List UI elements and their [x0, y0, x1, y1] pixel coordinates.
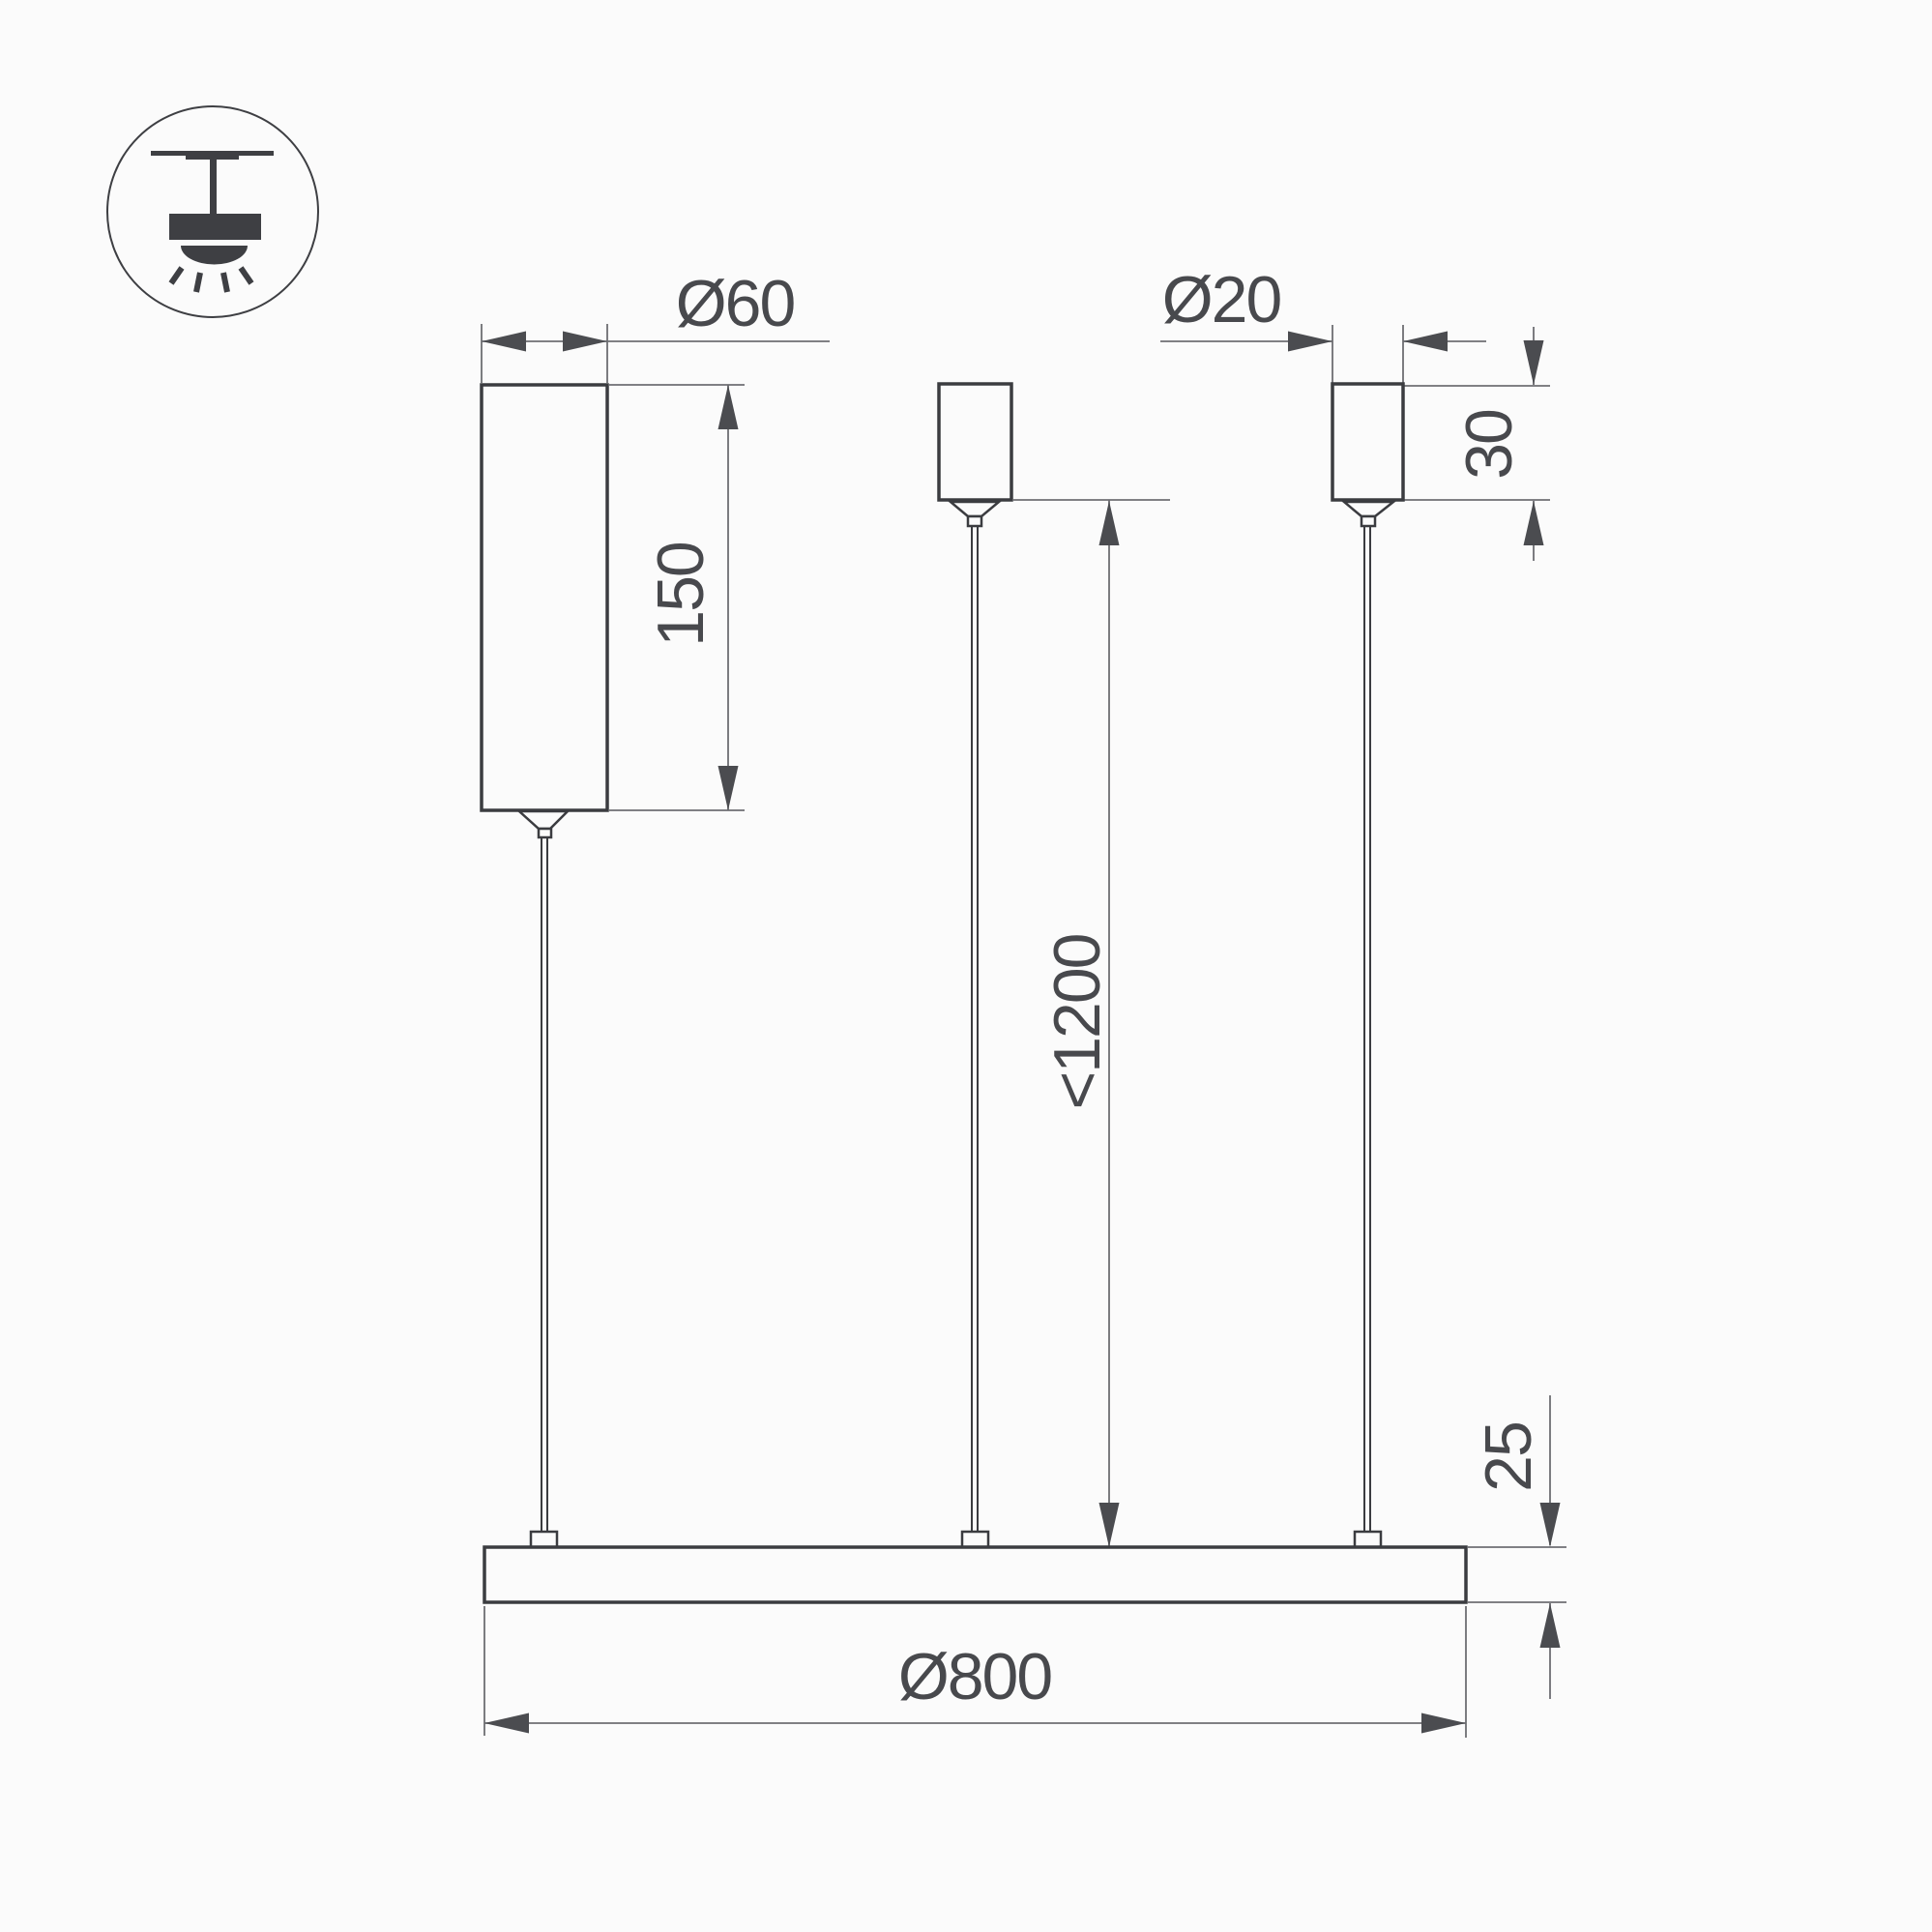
arrow-driver-diameter-right: [563, 331, 607, 352]
canopy-body: [1331, 382, 1405, 502]
icon-fills: [151, 151, 274, 265]
icon-mount-plate: [186, 155, 239, 160]
wire-connector-left: [529, 1530, 559, 1549]
arrow-canopy-height-bottom: [1523, 501, 1544, 545]
dimension-lines: [481, 324, 1566, 1738]
arrow-suspension-down: [1098, 1503, 1120, 1547]
icon-ceiling-line: [151, 151, 274, 156]
canopy-right: [1331, 382, 1405, 528]
icon-lamp-body: [169, 214, 261, 240]
arrow-lamp-height-bottom: [1539, 1603, 1561, 1648]
lamp-ring-profile: [483, 1545, 1468, 1604]
arrow-canopy-diameter-right: [1403, 331, 1448, 352]
canopy-cone: [947, 500, 1003, 518]
driver-cone: [515, 809, 571, 831]
icon-stem: [210, 159, 217, 215]
arrow-driver-height-down: [717, 766, 739, 810]
driver-cylinder: [480, 383, 609, 839]
arrow-lamp-diameter-right: [1421, 1712, 1466, 1734]
arrow-lamp-diameter-left: [484, 1712, 529, 1734]
icon-diffuser-dome: [181, 246, 248, 265]
dimension-labels: Ø60 150 Ø20 30 <1200 25 Ø800: [644, 263, 1545, 1713]
arrow-canopy-diameter-left: [1288, 331, 1332, 352]
label-suspension-max-length: <1200: [1040, 934, 1114, 1109]
icon-light-ray: [168, 266, 185, 285]
arrow-lamp-height-top: [1539, 1503, 1561, 1547]
driver-nipple: [537, 827, 553, 839]
canopy-body: [937, 382, 1013, 502]
icon-light-ray: [193, 272, 203, 293]
pendant-ceiling-light-icon: [106, 105, 319, 318]
canopy-nipple: [966, 514, 983, 528]
arrow-canopy-height-top: [1523, 340, 1544, 385]
suspension-wire-left: [541, 837, 548, 1532]
arrow-driver-diameter-left: [482, 331, 526, 352]
arrow-suspension-up: [1098, 501, 1120, 545]
icon-light-ray: [238, 266, 254, 285]
canopy-cone: [1340, 500, 1397, 518]
wire-connector-right: [1353, 1530, 1383, 1549]
arrow-driver-height-up: [717, 385, 739, 429]
dimension-arrows: [482, 331, 1561, 1734]
wire-connector-middle: [960, 1530, 990, 1549]
label-canopy-height: 30: [1452, 410, 1526, 480]
label-lamp-diameter: Ø800: [898, 1640, 1052, 1713]
suspension-wire-middle: [971, 526, 979, 1532]
driver-body: [480, 383, 609, 812]
canopy-middle: [937, 382, 1013, 528]
label-driver-height: 150: [644, 542, 717, 647]
icon-light-ray: [220, 272, 230, 293]
label-canopy-diameter: Ø20: [1162, 263, 1281, 337]
label-driver-diameter: Ø60: [676, 267, 795, 340]
label-lamp-profile-height: 25: [1472, 1422, 1545, 1492]
suspension-wire-right: [1363, 526, 1371, 1532]
lamp-parts: [480, 382, 1468, 1604]
canopy-nipple: [1360, 514, 1377, 528]
